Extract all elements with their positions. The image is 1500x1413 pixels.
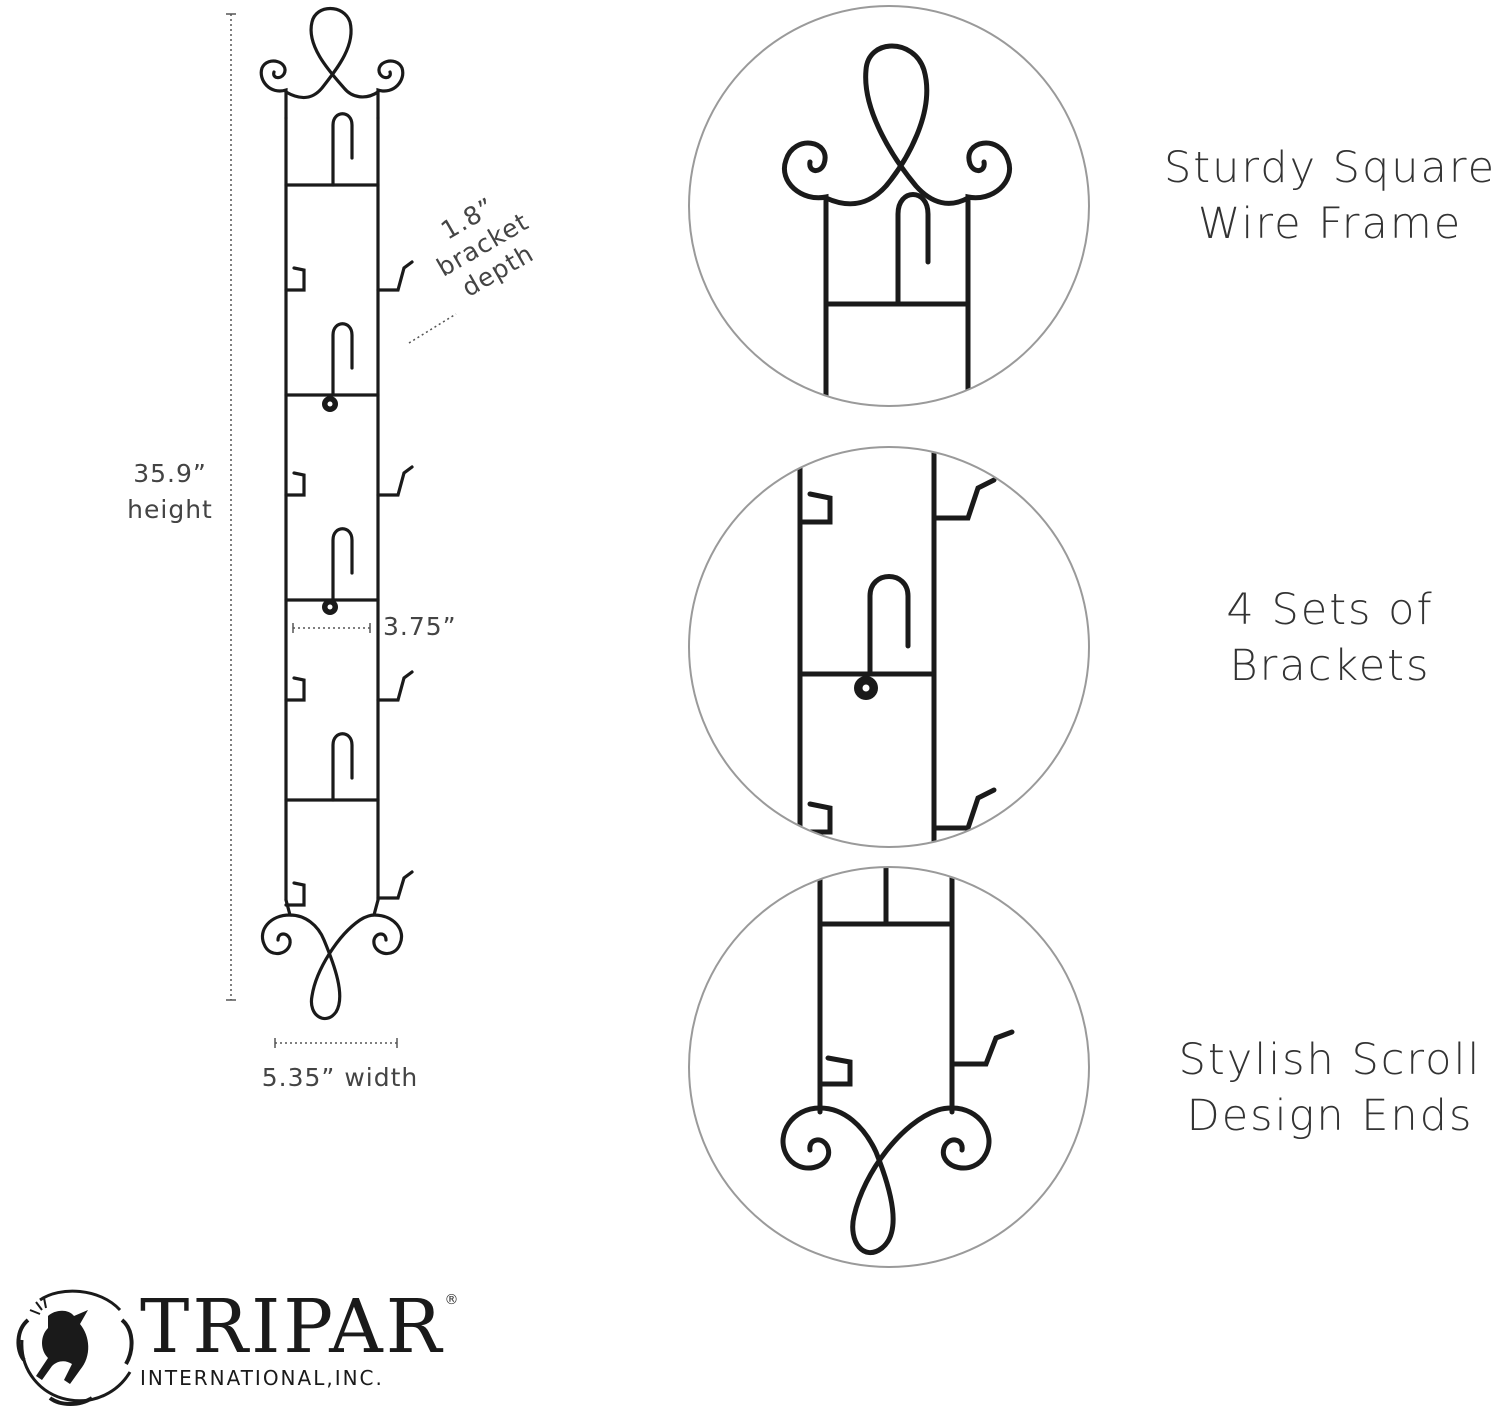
detail-circle-brackets bbox=[688, 446, 1090, 848]
brand-subtitle: INTERNATIONAL,INC. bbox=[140, 1366, 384, 1390]
detail-circle-frame bbox=[688, 5, 1090, 407]
feature-brackets-line2: Brackets bbox=[1229, 641, 1431, 691]
tripar-logo-wordmark: TRIPAR® INTERNATIONAL,INC. bbox=[140, 1284, 460, 1394]
frame-detail-drawing bbox=[781, 43, 1013, 405]
dimension-lines bbox=[226, 13, 457, 1048]
height-word: height bbox=[127, 495, 213, 524]
width-dimension-label: 5.35” width bbox=[261, 1063, 419, 1092]
tripar-logo-emblem bbox=[16, 1289, 134, 1406]
feature-label-frame: Sturdy Square Wire Frame bbox=[1150, 140, 1500, 252]
feature-label-scroll-ends: Stylish Scroll Design Ends bbox=[1150, 1032, 1500, 1144]
feature-frame-line2: Wire Frame bbox=[1197, 199, 1463, 249]
feature-scroll-line1: Stylish Scroll bbox=[1178, 1035, 1482, 1085]
wall-rack-illustration bbox=[259, 7, 414, 1020]
spacing-dimension-label: 3.75” bbox=[383, 612, 457, 641]
height-value: 35.9” bbox=[133, 459, 207, 488]
height-dimension-label: 35.9” height bbox=[115, 456, 225, 528]
brand-name: TRIPAR bbox=[140, 1284, 445, 1370]
feature-scroll-line2: Design Ends bbox=[1186, 1091, 1474, 1141]
feature-frame-line1: Sturdy Square bbox=[1163, 143, 1497, 193]
brackets-detail-drawing bbox=[797, 448, 997, 846]
feature-brackets-line1: 4 Sets of bbox=[1226, 585, 1434, 635]
scroll-detail-drawing bbox=[780, 868, 1015, 1256]
registered-mark: ® bbox=[444, 1292, 459, 1308]
feature-label-brackets: 4 Sets of Brackets bbox=[1150, 582, 1500, 694]
detail-circle-scroll-ends bbox=[688, 866, 1090, 1268]
